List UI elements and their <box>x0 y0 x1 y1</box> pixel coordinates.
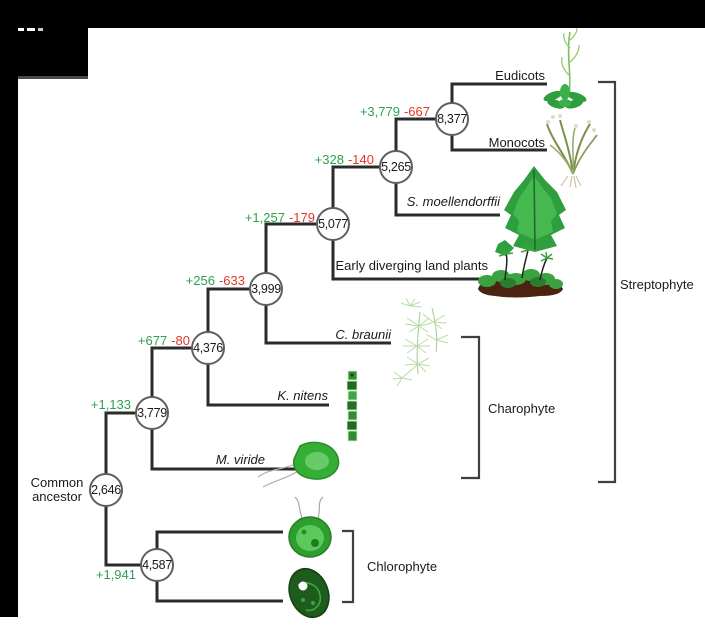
branch-5265-8377 <box>394 117 436 151</box>
node-value: 3,779 <box>137 406 167 420</box>
node-value: 4,587 <box>142 558 172 572</box>
node-value: 8,377 <box>437 112 467 126</box>
node-8377: 8,377 <box>435 102 469 136</box>
loss-value: -179 <box>288 210 315 225</box>
taxon-label-cbraunii: C. braunii <box>335 327 391 342</box>
gain-loss-5077: +1,257-179 <box>195 210 315 225</box>
chlamydomonas-cell-illustration <box>288 496 332 558</box>
taxon-label-smoellendorffii: S. moellendorffii <box>406 194 500 209</box>
chlorophyte-bracket <box>342 529 355 604</box>
gain-loss-4376: +677-80 <box>70 333 190 348</box>
branch-3779-4376 <box>150 346 192 397</box>
node-value: 5,265 <box>381 160 411 174</box>
branch-mviride <box>150 429 333 471</box>
tree-branches <box>104 82 547 603</box>
clade-label-streptophyte: Streptophyte <box>620 277 694 292</box>
branch-eudicots <box>450 82 547 103</box>
left-black-strip-artifact <box>0 76 18 617</box>
gain-loss-5265: +328-140 <box>254 152 374 167</box>
branch-knitens <box>206 364 329 407</box>
clade-brackets <box>342 80 617 604</box>
chlorella-cell-illustration <box>288 568 330 618</box>
loss-value: -80 <box>171 333 190 348</box>
node-4376: 4,376 <box>191 331 225 365</box>
gain-value: +1,257 <box>244 210 285 225</box>
branch-2646-3779 <box>104 411 136 474</box>
gain-value: +256 <box>185 273 215 288</box>
arabidopsis-illustration <box>543 27 587 109</box>
gain-loss-3779: +1,133 <box>15 397 135 412</box>
top-left-black-block-artifact <box>0 28 88 76</box>
node-2646: 2,646 <box>89 473 123 507</box>
grass-illustration <box>546 114 598 189</box>
taxon-label-knitens: K. nitens <box>277 388 328 403</box>
selaginella-illustration <box>495 166 566 256</box>
gain-loss-4587: +1,941 <box>20 567 140 582</box>
loss-value: -667 <box>403 104 430 119</box>
mesostigma-cell-illustration <box>257 441 340 488</box>
taxon-label-eudicots: Eudicots <box>495 68 545 83</box>
clade-label-chlorophyte: Chlorophyte <box>367 559 438 574</box>
branch-cbraunii <box>264 305 391 345</box>
node-value: 5,077 <box>318 217 348 231</box>
gain-value: +1,133 <box>90 397 131 412</box>
branch-smoellendorffii <box>394 183 500 217</box>
taxon-label-mviride: M. viride <box>215 452 265 467</box>
loss-value: -633 <box>218 273 245 288</box>
node-value: 4,376 <box>193 341 223 355</box>
node-value: 2,646 <box>91 483 121 497</box>
white-dash-artifact-1 <box>18 28 24 31</box>
common-ancestor-label: Common ancestor <box>30 475 84 504</box>
moss-land-plants-illustration <box>478 242 563 298</box>
node-value: 3,999 <box>251 282 281 296</box>
branch-chlorophyte-1 <box>155 530 283 549</box>
branch-5077-5265 <box>331 165 380 208</box>
top-black-bar-artifact <box>0 0 705 28</box>
klebsormidium-filament-illustration <box>346 370 358 442</box>
gain-value: +677 <box>137 333 168 348</box>
branch-edlp <box>331 240 487 281</box>
node-3779: 3,779 <box>135 396 169 430</box>
white-dash-artifact-3 <box>38 28 43 31</box>
white-dash-artifact-2 <box>27 28 35 31</box>
loss-value: -140 <box>347 152 374 167</box>
gain-loss-8377: +3,779-667 <box>310 104 430 119</box>
node-5265: 5,265 <box>379 150 413 184</box>
node-4587: 4,587 <box>140 548 174 582</box>
chara-illustration <box>392 297 449 387</box>
taxon-label-early-diverging-land-plants: Early diverging land plants <box>335 258 488 273</box>
branch-chlorophyte-2 <box>155 581 283 603</box>
branch-monocots <box>450 135 547 152</box>
taxon-label-monocots: Monocots <box>488 135 545 150</box>
branch-3999-5077 <box>264 222 317 273</box>
streptophyte-bracket <box>598 80 617 484</box>
gain-loss-3999: +256-633 <box>125 273 245 288</box>
charophyte-bracket <box>461 335 481 480</box>
branch-4376-3999 <box>206 287 250 332</box>
block-bottom-gray-edge <box>18 76 88 79</box>
node-3999: 3,999 <box>249 272 283 306</box>
gain-value: +3,779 <box>359 104 400 119</box>
gain-value: +328 <box>314 152 344 167</box>
node-5077: 5,077 <box>316 207 350 241</box>
branch-2646-4587 <box>104 506 141 567</box>
clade-label-charophyte: Charophyte <box>488 401 556 416</box>
gain-value: +1,941 <box>95 567 136 582</box>
